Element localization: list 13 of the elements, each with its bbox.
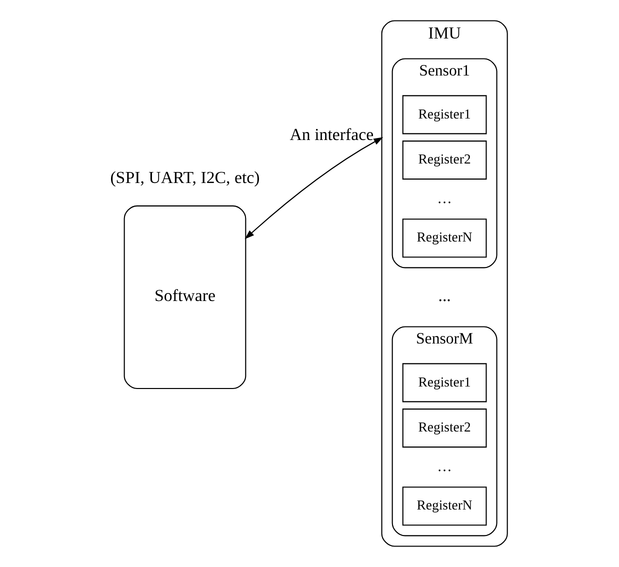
label: … — [437, 459, 452, 475]
label: … — [437, 190, 452, 207]
node-box: Register1 — [402, 363, 487, 402]
node-box: Software — [124, 205, 246, 390]
node-box: RegisterN — [402, 218, 487, 258]
node-box: Register1 — [402, 95, 487, 134]
node-box: Register2 — [402, 140, 487, 180]
edge-label: An interface — [290, 124, 374, 144]
node-box: RegisterN — [402, 486, 487, 526]
label: ... — [438, 286, 451, 306]
node-box: Register2 — [402, 408, 487, 448]
label: (SPI, UART, I2C, etc) — [110, 168, 260, 188]
arrow — [244, 137, 384, 240]
